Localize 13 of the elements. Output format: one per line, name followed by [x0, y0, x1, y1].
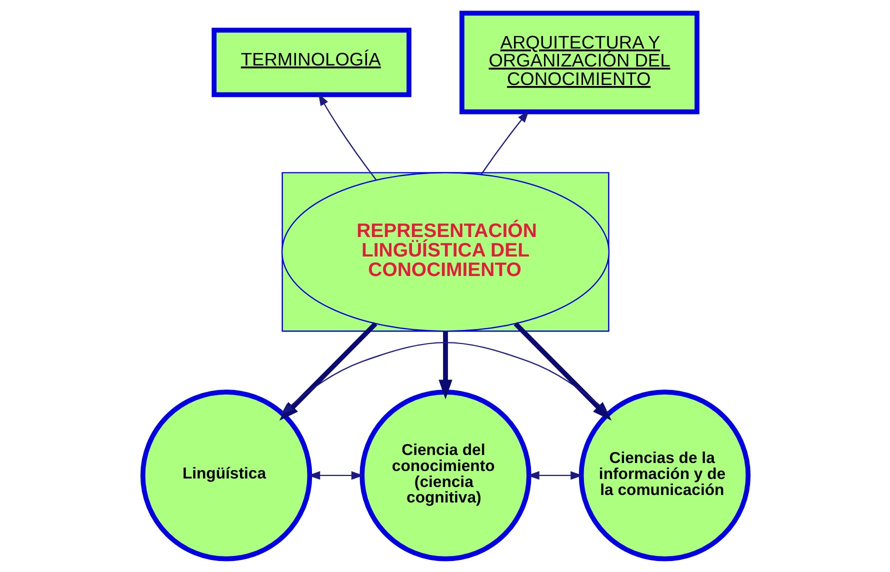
node-box: ARQUITECTURA Y ORGANIZACIÓN DEL CONOCIMIENTO [459, 10, 699, 114]
node-circle: Ciencias de la información y de la comunicación [578, 390, 750, 562]
arrow [307, 471, 364, 480]
node-circle: Lingüística [140, 390, 312, 562]
arrow [526, 471, 582, 480]
arrow [280, 342, 609, 415]
node-circle: Ciencia del conocimiento (ciencia cognitiva) [359, 390, 531, 562]
arrow [513, 322, 612, 421]
arrow [438, 331, 452, 400]
arrow [318, 93, 376, 180]
node-box: TERMINOLOGÍA [211, 28, 411, 98]
arrow [278, 322, 377, 421]
arrow [480, 110, 529, 175]
